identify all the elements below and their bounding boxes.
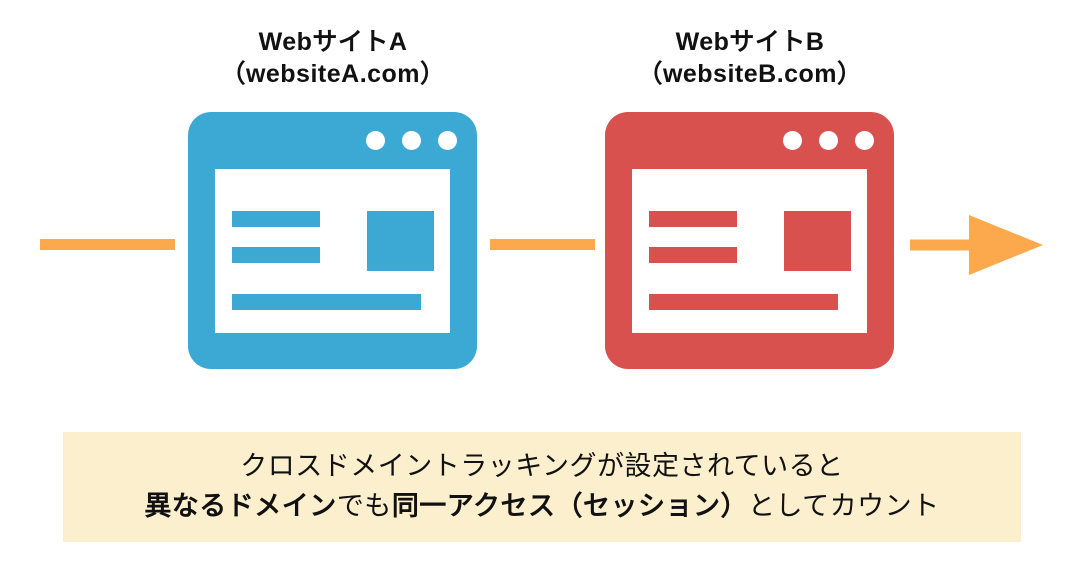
caption-emphasis-different-domain: 異なるドメイン — [144, 491, 337, 521]
site-a-name: WebサイトA — [258, 28, 408, 56]
window-dot-icon — [438, 131, 457, 150]
flow-line-left — [40, 239, 175, 250]
caption-line-1: クロスドメイントラッキングが設定されていると — [240, 451, 844, 482]
window-a-titlebar — [188, 112, 477, 169]
content-bar-icon — [649, 247, 737, 263]
window-b-text-lines — [649, 211, 737, 263]
site-b-domain: （websiteB.com） — [637, 60, 863, 88]
site-a-label: WebサイトA （websiteA.com） — [188, 26, 478, 90]
site-b-label: WebサイトB （websiteB.com） — [605, 26, 895, 90]
window-dot-icon — [783, 131, 802, 150]
content-bar-wide-icon — [232, 294, 421, 310]
content-bar-icon — [232, 211, 320, 227]
caption-text-demo: でも — [336, 491, 392, 521]
content-bar-icon — [649, 211, 737, 227]
window-a-text-lines — [232, 211, 320, 263]
caption-line-2: 異なるドメインでも同一アクセス（セッション）としてカウント — [144, 490, 939, 524]
browser-window-site-a — [188, 112, 477, 369]
content-image-placeholder-icon — [784, 211, 851, 271]
content-image-placeholder-icon — [367, 211, 434, 271]
flow-arrow-right-icon — [910, 215, 1043, 275]
window-a-content — [232, 211, 434, 310]
window-a-content-top — [232, 211, 434, 271]
caption-box: クロスドメイントラッキングが設定されていると 異なるドメインでも同一アクセス（セ… — [63, 432, 1021, 542]
window-a-dots — [366, 131, 457, 150]
flow-line-middle — [490, 239, 595, 250]
site-b-name: WebサイトB — [675, 28, 825, 56]
window-b-viewport — [632, 169, 867, 333]
window-b-dots — [783, 131, 874, 150]
window-dot-icon — [366, 131, 385, 150]
window-b-content-top — [649, 211, 851, 271]
caption-emphasis-same-session: 同一アクセス（セッション） — [391, 491, 748, 521]
browser-window-site-b — [605, 112, 894, 369]
content-bar-icon — [232, 247, 320, 263]
caption-text-count: としてカウント — [747, 491, 940, 521]
content-bar-wide-icon — [649, 294, 838, 310]
window-b-content — [649, 211, 851, 310]
window-a-viewport — [215, 169, 450, 333]
window-dot-icon — [402, 131, 421, 150]
window-b-titlebar — [605, 112, 894, 169]
site-a-domain: （websiteA.com） — [220, 60, 446, 88]
window-dot-icon — [855, 131, 874, 150]
window-dot-icon — [819, 131, 838, 150]
